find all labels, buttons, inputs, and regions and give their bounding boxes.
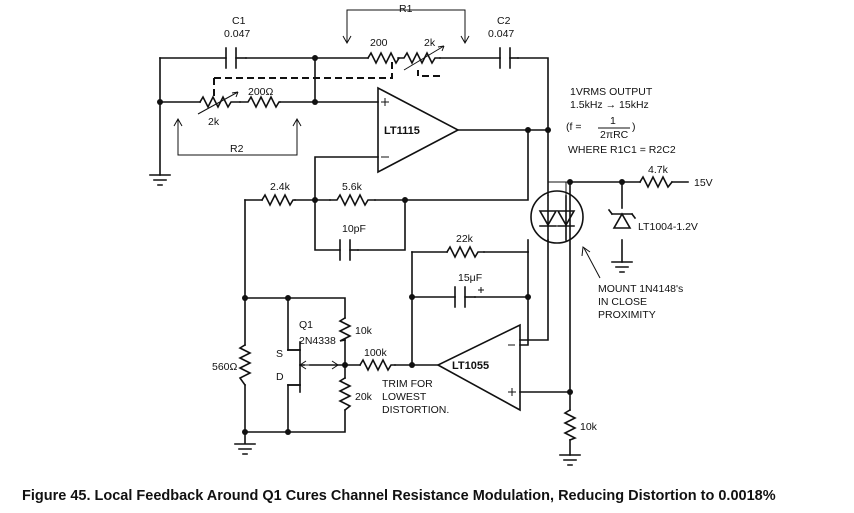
capacitor-10pf: [339, 239, 359, 261]
zener-lt1004: [607, 208, 637, 229]
label-r-5-6k: 5.6k: [342, 181, 363, 193]
trim-line2: LOWEST: [382, 391, 427, 403]
ground-bottom-left: [234, 431, 256, 455]
label-r-4-7k: 4.7k: [648, 164, 669, 176]
ground-bottom-right: [559, 454, 581, 466]
label-r1-pot: 2k: [424, 37, 436, 49]
formula-num: 1: [610, 115, 616, 127]
label-r-560: 560Ω: [212, 361, 238, 373]
formula-close: ): [632, 121, 636, 133]
label-r-20k: 20k: [355, 391, 373, 403]
label-supply: 15V: [694, 177, 713, 189]
mount-arrow: [581, 246, 601, 279]
resistor-r1-200: [366, 51, 401, 65]
label-r-2-4k: 2.4k: [270, 181, 291, 193]
capacitor-15uf: [454, 286, 484, 308]
trim-line3: DISTORTION.: [382, 404, 449, 416]
label-r1: R1: [399, 3, 413, 15]
formula-f: (f =: [566, 121, 581, 133]
label-r-10k-out: 10k: [580, 421, 598, 433]
label-q1-s: S: [276, 348, 283, 360]
trim-line1: TRIM FOR: [382, 378, 433, 390]
resistor-560: [238, 343, 252, 387]
label-ref: LT1004-1.2V: [638, 221, 698, 233]
r2-bracket: [173, 117, 302, 156]
label-c2-value: 0.047: [488, 28, 514, 40]
label-c-10pf: 10pF: [342, 223, 366, 235]
label-r-22k: 22k: [456, 233, 474, 245]
label-q1-d: D: [276, 371, 284, 383]
label-r2: R2: [230, 143, 244, 155]
ground-ref: [611, 261, 633, 273]
resistor-r2-200: [239, 95, 281, 109]
label-c1-value: 0.047: [224, 28, 250, 40]
resistor-20k-pot: [300, 360, 352, 412]
opamp-lt1115: [377, 86, 460, 174]
resistor-10k-out: [563, 408, 577, 442]
label-r2-pot: 2k: [208, 116, 220, 128]
label-r-10k-q: 10k: [355, 325, 373, 337]
diode-pair: [530, 181, 584, 244]
figure-caption: Figure 45. Local Feedback Around Q1 Cure…: [22, 488, 776, 504]
resistor-r2-pot: [197, 91, 241, 115]
where-text: WHERE R1C1 = R2C2: [568, 144, 676, 156]
label-c2: C2: [497, 15, 511, 27]
resistor-10k-q: [338, 316, 352, 342]
resistor-5-6k: [329, 193, 376, 207]
capacitor-c1: [225, 47, 247, 69]
label-opamp2: LT1055: [452, 360, 489, 372]
resistor-r1-pot: [397, 45, 445, 71]
label-r1-fixed: 200: [370, 37, 388, 49]
mount-line3: PROXIMITY: [598, 309, 656, 321]
resistor-22k: [445, 245, 485, 259]
jfet-q1: [287, 341, 307, 393]
formula-den: 2πRC: [600, 129, 629, 141]
ground-left: [149, 174, 171, 186]
opamp-lt1055: [436, 323, 521, 412]
r1-bracket: [342, 9, 470, 45]
output-line1: 1VRMS OUTPUT: [570, 86, 653, 98]
label-q1: Q1: [299, 319, 313, 331]
mount-line2: IN CLOSE: [598, 296, 647, 308]
resistor-100k: [358, 358, 396, 372]
label-c1: C1: [232, 15, 246, 27]
resistor-2-4k: [260, 193, 296, 207]
dashed-pot-links: [213, 62, 440, 96]
output-line2: 1.5kHz → 15kHz: [570, 99, 649, 111]
label-q1-part: 2N4338: [299, 335, 336, 347]
label-opamp1: LT1115: [384, 125, 420, 137]
resistor-4-7k: [638, 175, 674, 189]
label-r-100k: 100k: [364, 347, 388, 359]
label-r2-fixed: 200Ω: [248, 86, 274, 98]
junction-dots: [157, 55, 625, 435]
component-labels: C1 0.047 C2 0.047 R1 200 2k R2 2k 200Ω L…: [208, 3, 713, 433]
annotations: 1VRMS OUTPUT 1.5kHz → 15kHz (f = 1 2πRC …: [382, 86, 683, 416]
mount-line1: MOUNT 1N4148's: [598, 283, 683, 295]
label-c-15uf: 15μF: [458, 272, 482, 284]
capacitor-c2: [499, 47, 519, 69]
